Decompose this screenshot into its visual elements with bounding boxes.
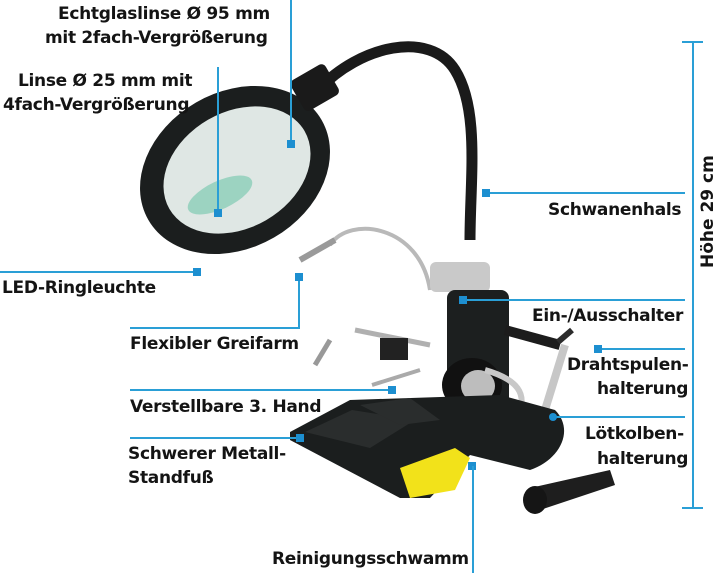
- label-lens-95-line1: Echtglaslinse Ø 95 mm: [58, 4, 270, 24]
- callout-third-hand: [130, 389, 392, 391]
- callout-dot-led-ring: [193, 268, 201, 276]
- callout-dot-iron-holder: [549, 413, 557, 421]
- callout-dot-third-hand: [388, 386, 396, 394]
- callout-dot-gooseneck: [482, 189, 490, 197]
- height-dimension-line: [692, 41, 694, 508]
- label-wire-spool-line2: halterung: [597, 379, 689, 399]
- callout-dot-switch: [459, 296, 467, 304]
- label-sponge: Reinigungsschwamm: [272, 549, 469, 569]
- callout-dot-flex-arm: [295, 273, 303, 281]
- callout-flex-arm-vertical: [298, 276, 300, 328]
- label-metal-base-line2: Standfuß: [128, 468, 214, 488]
- callout-sponge: [472, 466, 474, 573]
- height-label: Höhe 29 cm: [698, 155, 718, 268]
- callout-lens-25: [217, 67, 219, 212]
- label-lens-95-line2: mit 2fach-Vergrößerung: [45, 28, 268, 48]
- label-led-ring: LED-Ringleuchte: [2, 278, 156, 298]
- label-flex-arm: Flexibler Greifarm: [130, 334, 299, 354]
- height-cap-top: [682, 41, 703, 43]
- magnifier-shape: [140, 64, 339, 255]
- label-wire-spool-line1: Drahtspulen-: [567, 355, 689, 375]
- callout-dot-wire-spool: [594, 345, 602, 353]
- label-lens-25-line2: 4fach-Vergrößerung: [3, 95, 190, 115]
- label-iron-holder-line1: Lötkolben-: [585, 424, 684, 444]
- height-cap-bottom: [682, 507, 703, 509]
- callout-gooseneck: [485, 192, 685, 194]
- gooseneck-shape: [313, 41, 478, 241]
- callout-flex-arm: [130, 327, 300, 329]
- callout-iron-holder: [552, 416, 685, 418]
- callout-lens-95: [290, 0, 292, 145]
- label-switch: Ein-/Ausschalter: [532, 306, 684, 326]
- callout-metal-base: [130, 437, 300, 439]
- callout-dot-metal-base: [296, 434, 304, 442]
- callout-led-ring: [0, 271, 198, 273]
- callout-wire-spool: [597, 348, 685, 350]
- callout-dot-lens-25: [214, 209, 222, 217]
- label-iron-holder-line2: halterung: [597, 449, 689, 469]
- sponge-shape: [400, 448, 470, 498]
- label-metal-base-line1: Schwerer Metall-: [128, 444, 286, 464]
- label-gooseneck: Schwanenhals: [548, 200, 682, 220]
- callout-switch: [462, 299, 685, 301]
- callout-dot-lens-95: [287, 140, 295, 148]
- label-third-hand: Verstellbare 3. Hand: [130, 397, 322, 417]
- label-lens-25-line1: Linse Ø 25 mm mit: [18, 71, 193, 91]
